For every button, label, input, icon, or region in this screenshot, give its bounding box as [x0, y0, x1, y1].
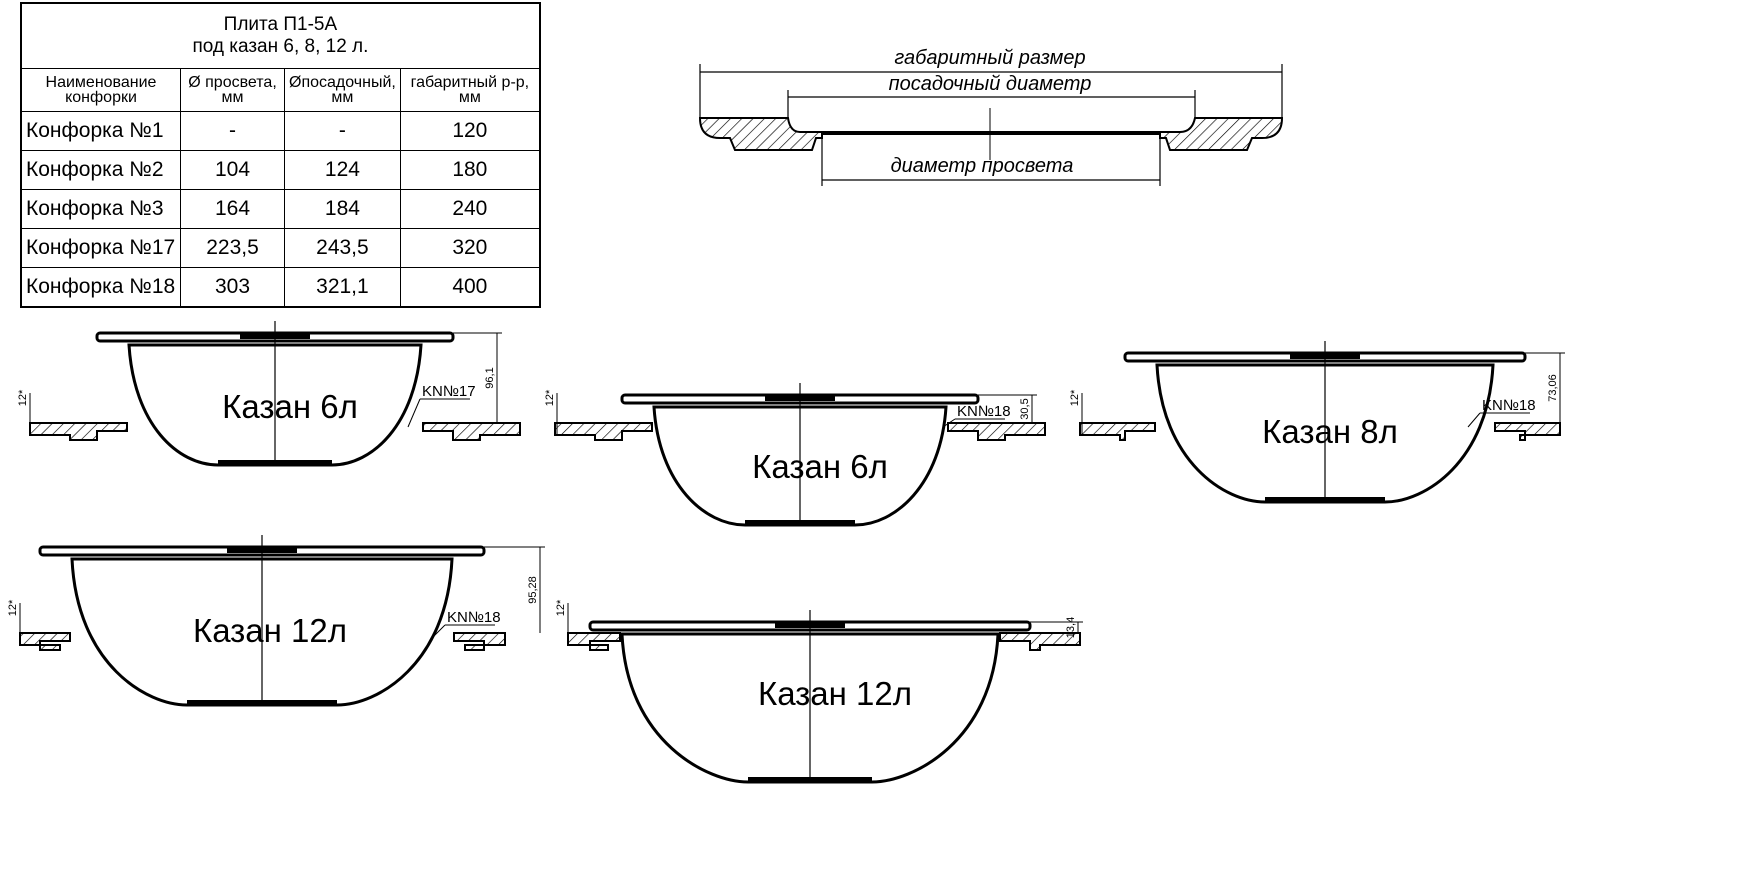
- clear-diameter: -: [180, 111, 285, 151]
- clear-diameter: 104: [180, 150, 285, 190]
- pot-label: Казан 12л: [758, 675, 912, 712]
- table-row: Конфорка №1--120: [20, 111, 541, 151]
- burner-ring-label: KN№18: [957, 403, 1011, 420]
- stove-plate-right: [999, 632, 1081, 651]
- burner-ring-label: KN№17: [422, 383, 476, 400]
- height-dimension-value: 95,28: [527, 576, 539, 604]
- stove-plate-left: [554, 422, 653, 441]
- height-dimension-value: 96,1: [484, 367, 496, 388]
- stove-plate-right: [947, 422, 1046, 441]
- pot-label: Казан 6л: [752, 448, 888, 485]
- gap-dimension-value: 12*: [555, 599, 567, 616]
- gap-dimension-value: 12*: [7, 599, 19, 616]
- stove-plate-right: [1494, 422, 1561, 441]
- pot-drawing: 13,4 12* Казан 12л: [555, 599, 1083, 784]
- header-overall-size: габаритный р-р, мм: [399, 68, 541, 112]
- table-title: Плита П1-5А под казан 6, 8, 12 л.: [20, 2, 541, 69]
- stove-plate-left: [29, 422, 128, 441]
- seat-diameter: 243,5: [284, 228, 401, 268]
- overall-size: 120: [399, 111, 541, 151]
- burner-name: Конфорка №3: [20, 189, 181, 229]
- burner-ring-label: KN№18: [1482, 397, 1536, 414]
- header-seat-diameter: Øпосадочный, мм: [284, 68, 401, 112]
- gap-dimension-value: 12*: [17, 389, 29, 406]
- burner-name: Конфорка №17: [20, 228, 181, 268]
- pot-label: Казан 6л: [222, 388, 358, 425]
- burner-ring-label: KN№18: [447, 609, 501, 626]
- height-dimension-value: 73,06: [1547, 374, 1559, 402]
- gap-dimension-value: 12*: [1069, 389, 1081, 406]
- burner-profile-diagram: габаритный размер посадочный диаметр диа…: [698, 47, 1284, 186]
- clear-diameter: 223,5: [180, 228, 285, 268]
- stove-plate-left: [567, 632, 621, 651]
- overall-size: 320: [399, 228, 541, 268]
- stove-plate-right: [453, 632, 506, 651]
- leader-line: [942, 418, 956, 428]
- burner-name: Конфорка №18: [20, 267, 181, 308]
- overall-size-label: габаритный размер: [894, 47, 1085, 69]
- pot-label: Казан 12л: [193, 612, 347, 649]
- stove-plate-right: [422, 422, 521, 441]
- burner-profile-section: [698, 117, 1284, 151]
- table-title-line1: Плита П1-5А: [223, 14, 338, 35]
- pot-drawing: 96,1 12* KN№17 Казан 6л: [17, 321, 521, 467]
- leader-line: [407, 398, 421, 428]
- header-name: Наименование конфорки: [20, 68, 181, 112]
- clear-diameter: 303: [180, 267, 285, 308]
- overall-size: 240: [399, 189, 541, 229]
- stove-plate-left: [19, 632, 71, 651]
- clear-diameter-label: диаметр просвета: [891, 155, 1074, 177]
- burner-spec-table: Плита П1-5А под казан 6, 8, 12 л. Наимен…: [20, 2, 541, 308]
- table-title-line2: под казан 6, 8, 12 л.: [192, 36, 369, 57]
- seat-diameter: 124: [284, 150, 401, 190]
- seat-diameter: 321,1: [284, 267, 401, 308]
- burner-name: Конфорка №1: [20, 111, 181, 151]
- leader-line: [1467, 412, 1481, 428]
- pot-label: Казан 8л: [1262, 413, 1398, 450]
- stove-plate-left: [1079, 422, 1156, 441]
- seat-diameter: -: [284, 111, 401, 151]
- pot-drawing: 95,28 12* KN№18 Казан 12л: [7, 535, 545, 707]
- gap-dimension-value: 12*: [544, 389, 556, 406]
- burner-name: Конфорка №2: [20, 150, 181, 190]
- leader-line: [432, 624, 446, 638]
- overall-size: 400: [399, 267, 541, 308]
- height-dimension-value: 13,4: [1065, 617, 1077, 638]
- height-dimension-value: 30,5: [1019, 398, 1031, 419]
- seat-diameter-label: посадочный диаметр: [889, 73, 1092, 95]
- overall-size: 180: [399, 150, 541, 190]
